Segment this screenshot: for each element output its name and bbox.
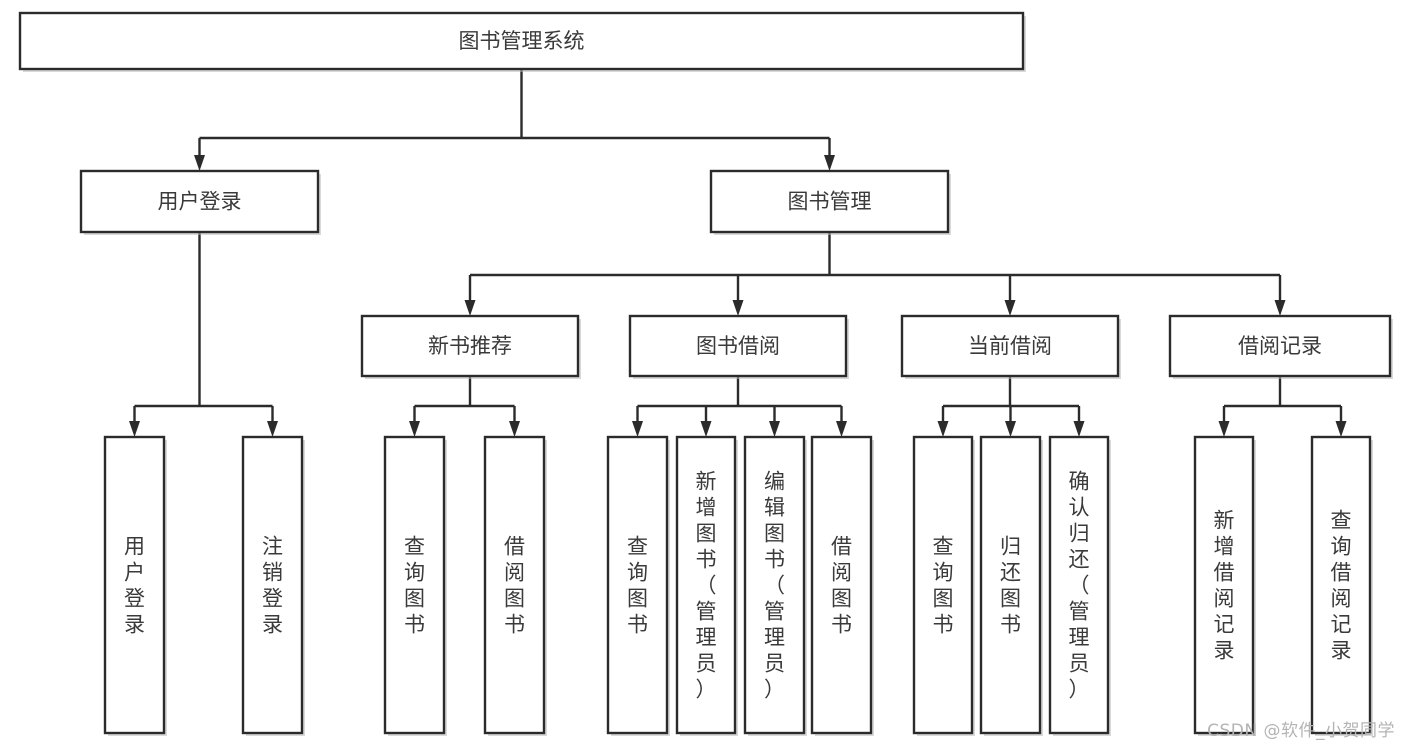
node-leaf_12[interactable]: 查询借阅记录 [1310, 435, 1373, 736]
node-label: 用户登录 [158, 190, 242, 214]
node-label: 确认归还（管理员） [1069, 469, 1090, 701]
edge-group-l3_2 [937, 376, 1085, 437]
node-label: 用户登录 [124, 534, 145, 636]
node-label: 新增借阅记录 [1214, 508, 1235, 662]
edge-group-root [194, 69, 835, 171]
node-l2_1[interactable]: 图书管理 [709, 169, 951, 235]
connector-edges-layer [129, 69, 1347, 437]
node-l3_2[interactable]: 当前借阅 [900, 314, 1121, 379]
edge-group-l2_0 [129, 232, 278, 437]
node-label: 查询图书 [933, 534, 954, 636]
node-label: 借阅记录 [1238, 334, 1322, 358]
watermark-text: CSDN @软件_小贺同学 [1207, 721, 1395, 741]
node-leaf_0[interactable]: 用户登录 [103, 435, 167, 736]
node-label: 借阅图书 [831, 534, 852, 636]
node-l2_0[interactable]: 用户登录 [79, 169, 321, 235]
node-label: 编辑图书（管理员） [764, 469, 785, 701]
node-label: 新增图书（管理员） [696, 469, 717, 701]
node-label: 图书借阅 [696, 334, 780, 358]
node-label: 归还图书 [1000, 534, 1021, 636]
node-l3_3[interactable]: 借阅记录 [1168, 314, 1393, 379]
node-leaf_8[interactable]: 查询图书 [912, 435, 975, 736]
node-label: 新书推荐 [428, 334, 512, 358]
node-leaf_1[interactable]: 注销登录 [241, 435, 305, 736]
node-leaf_11[interactable]: 新增借阅记录 [1193, 435, 1256, 736]
edge-group-l3_1 [632, 376, 847, 437]
node-label: 注销登录 [262, 534, 283, 636]
node-leaf_10[interactable]: 确认归还（管理员） [1048, 435, 1111, 736]
node-l3_1[interactable]: 图书借阅 [628, 314, 849, 379]
node-label: 查询图书 [404, 534, 425, 636]
edge-group-l3_3 [1218, 376, 1347, 437]
node-leaf_4[interactable]: 查询图书 [606, 435, 670, 736]
node-label: 查询借阅记录 [1331, 508, 1352, 662]
node-boxes-layer: 图书管理系统用户登录图书管理新书推荐图书借阅当前借阅借阅记录用户登录注销登录查询… [18, 11, 1393, 736]
edge-group-l3_0 [409, 376, 520, 437]
node-label: 借阅图书 [504, 534, 525, 636]
node-leaf_3[interactable]: 借阅图书 [483, 435, 547, 736]
node-leaf_6[interactable]: 编辑图书（管理员） [743, 435, 807, 736]
node-label: 图书管理 [788, 190, 872, 214]
node-label: 图书管理系统 [459, 29, 585, 53]
node-label: 查询图书 [627, 534, 648, 636]
node-leaf_7[interactable]: 借阅图书 [810, 435, 874, 736]
node-root[interactable]: 图书管理系统 [18, 11, 1026, 72]
node-l3_0[interactable]: 新书推荐 [360, 314, 581, 379]
node-leaf_9[interactable]: 归还图书 [979, 435, 1043, 736]
edge-group-l2_1 [464, 232, 1286, 316]
node-label: 当前借阅 [968, 334, 1052, 358]
node-leaf_2[interactable]: 查询图书 [383, 435, 447, 736]
node-leaf_5[interactable]: 新增图书（管理员） [675, 435, 738, 736]
